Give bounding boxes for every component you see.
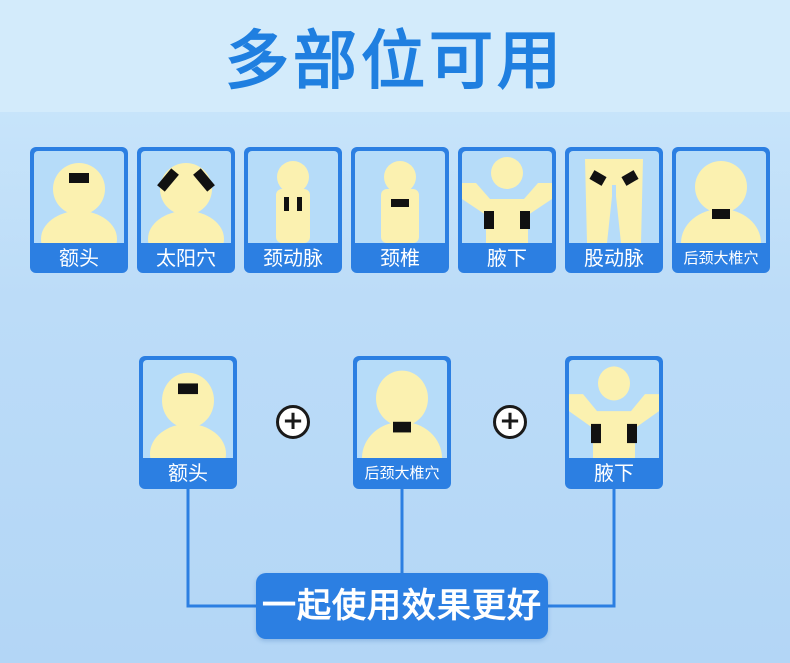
combo-card-forehead: 额头 xyxy=(139,356,237,489)
placement-card-cervical: 颈椎 xyxy=(351,147,449,273)
figure-temple xyxy=(141,151,231,243)
connector-right xyxy=(548,489,616,608)
figure-back-neck xyxy=(357,360,447,458)
placement-card-forehead: 额头 xyxy=(30,147,128,273)
figure-back-neck xyxy=(676,151,766,243)
placement-card-back-neck: 后颈大椎穴 xyxy=(672,147,770,273)
figure-femoral xyxy=(569,151,659,243)
figure-carotid xyxy=(248,151,338,243)
placement-label: 额头 xyxy=(59,246,99,270)
connector-left xyxy=(186,489,256,608)
figure-underarm xyxy=(462,151,552,243)
plus-icon: + xyxy=(276,405,310,439)
placement-card-femoral: 股动脉 xyxy=(565,147,663,273)
placement-card-underarm: 腋下 xyxy=(458,147,556,273)
plus-icon: + xyxy=(493,405,527,439)
placement-label: 腋下 xyxy=(487,246,527,270)
placement-label: 股动脉 xyxy=(584,246,644,270)
combo-card-underarm: 腋下 xyxy=(565,356,663,489)
placement-card-temple: 太阳穴 xyxy=(137,147,235,273)
summary-banner: 一起使用效果更好 xyxy=(256,573,548,639)
title-band xyxy=(0,0,790,112)
combo-card-back-neck: 后颈大椎穴 xyxy=(353,356,451,489)
combo-label: 后颈大椎穴 xyxy=(364,464,440,482)
combo-label: 额头 xyxy=(168,461,208,485)
figure-forehead xyxy=(34,151,124,243)
figure-cervical xyxy=(355,151,445,243)
placement-label: 后颈大椎穴 xyxy=(683,249,759,267)
placement-label: 颈动脉 xyxy=(263,246,323,270)
placement-label: 颈椎 xyxy=(380,246,420,270)
summary-text: 一起使用效果更好 xyxy=(262,586,542,626)
page-title: 多部位可用 xyxy=(225,25,565,99)
figure-underarm xyxy=(569,360,659,458)
figure-forehead xyxy=(143,360,233,458)
placement-label: 太阳穴 xyxy=(156,246,216,270)
combo-label: 腋下 xyxy=(594,461,634,485)
placement-card-carotid: 颈动脉 xyxy=(244,147,342,273)
